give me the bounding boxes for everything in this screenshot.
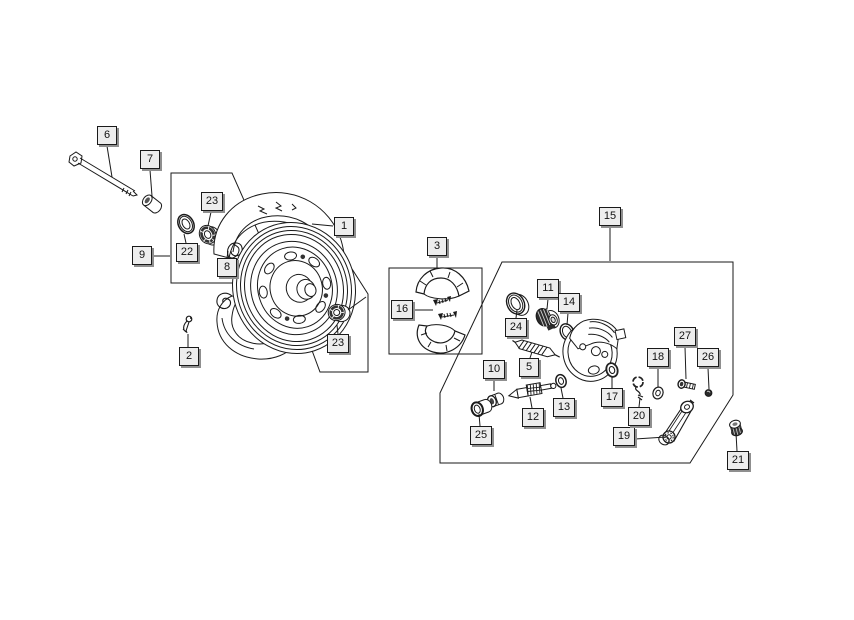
leader-lines <box>106 145 738 452</box>
part-worm-shaft-5 <box>512 339 560 358</box>
group-box-3 <box>388 267 483 355</box>
part-seal-17 <box>605 362 619 378</box>
part-bearing-23-left <box>198 224 221 246</box>
part-seal-22 <box>177 213 195 235</box>
callout-26[interactable]: 26 <box>697 348 719 367</box>
part-springs-16 <box>433 296 457 320</box>
callout-6[interactable]: 6 <box>97 126 117 145</box>
callout-20[interactable]: 20 <box>628 407 650 426</box>
callout-22[interactable]: 22 <box>176 243 198 262</box>
part-drive-shaft-12 <box>507 382 557 399</box>
part-cap-25 <box>470 398 493 418</box>
part-bolt-27 <box>677 379 696 390</box>
group-box-15 <box>439 261 734 464</box>
part-washer-18 <box>652 386 664 400</box>
part-oring-13 <box>555 373 567 389</box>
part-bearing-23-right <box>327 303 351 323</box>
callout-18[interactable]: 18 <box>647 348 669 367</box>
callout-24[interactable]: 24 <box>505 318 527 337</box>
callout-21[interactable]: 21 <box>727 451 749 470</box>
callout-11[interactable]: 11 <box>537 279 559 298</box>
callout-15[interactable]: 15 <box>599 207 621 226</box>
part-clip-2 <box>182 315 193 334</box>
callout-3[interactable]: 3 <box>427 237 447 256</box>
callout-19[interactable]: 19 <box>613 427 635 446</box>
callout-5[interactable]: 5 <box>519 358 539 377</box>
callout-2[interactable]: 2 <box>179 347 199 366</box>
part-axle <box>68 151 138 197</box>
part-brake-shoes <box>415 267 470 354</box>
part-clip-20 <box>632 376 644 401</box>
callout-10[interactable]: 10 <box>483 360 505 379</box>
part-nut-26 <box>704 389 713 397</box>
part-spacer-7 <box>141 194 163 214</box>
part-wheel <box>232 221 356 355</box>
part-nut-21 <box>729 419 743 437</box>
callout-23b[interactable]: 23 <box>327 334 349 353</box>
callout-17[interactable]: 17 <box>601 388 623 407</box>
callout-16[interactable]: 16 <box>391 300 413 319</box>
callout-23a[interactable]: 23 <box>201 192 223 211</box>
callout-7[interactable]: 7 <box>140 150 160 169</box>
callout-9[interactable]: 9 <box>132 246 152 265</box>
part-brake-plate <box>562 318 627 382</box>
callout-25[interactable]: 25 <box>470 426 492 445</box>
callout-13[interactable]: 13 <box>553 398 575 417</box>
callout-1[interactable]: 1 <box>334 217 354 236</box>
callout-8[interactable]: 8 <box>217 258 237 277</box>
part-gear-bushing-11 <box>535 308 560 331</box>
part-brake-arm-19 <box>658 399 695 446</box>
callout-14[interactable]: 14 <box>558 293 580 312</box>
callout-12[interactable]: 12 <box>522 408 544 427</box>
callout-27[interactable]: 27 <box>674 327 696 346</box>
part-seal-24 <box>505 292 530 316</box>
